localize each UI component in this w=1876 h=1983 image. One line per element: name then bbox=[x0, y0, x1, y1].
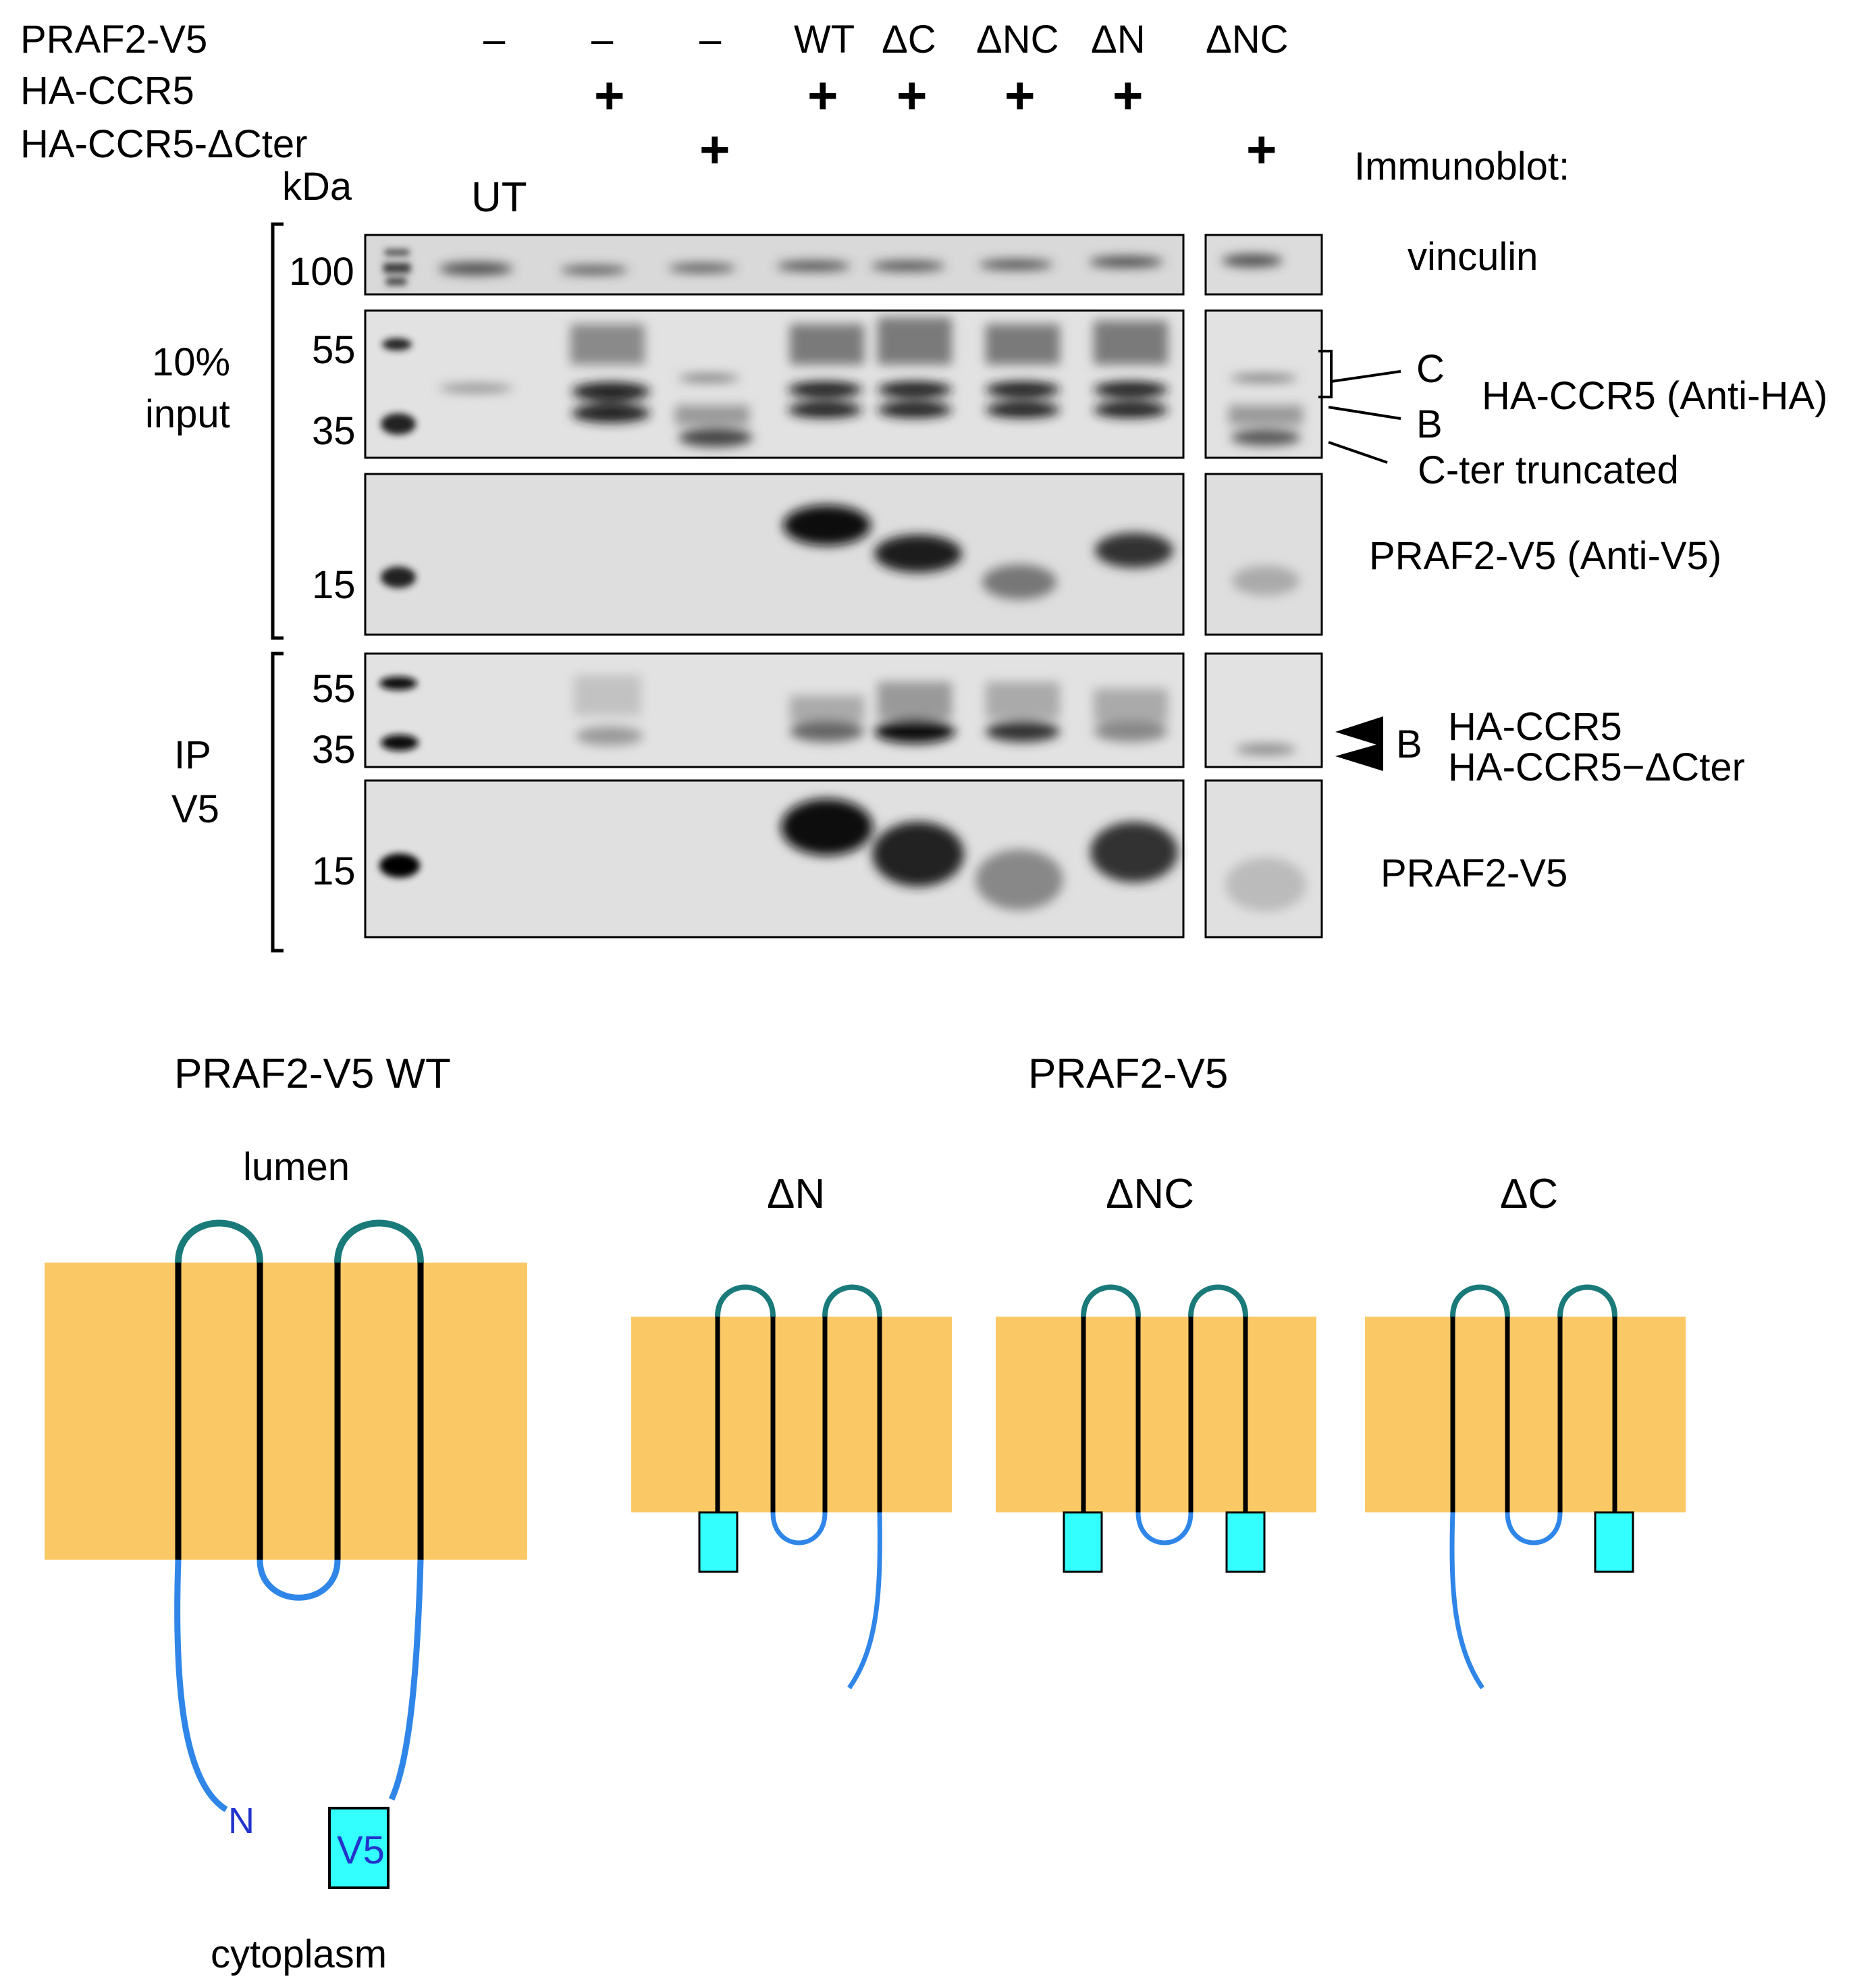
v5-tag-label: V5 bbox=[337, 1828, 385, 1872]
dn-topology-diagram bbox=[631, 1284, 952, 1690]
label-band-c: C bbox=[1416, 347, 1445, 391]
mutant-dc-label: ΔC bbox=[1500, 1171, 1559, 1217]
marker-ha-35: 35 bbox=[312, 409, 356, 453]
mutant-dn-label: ΔN bbox=[767, 1171, 826, 1217]
row-label-ha-ccr5-dcter: HA-CCR5-ΔCter bbox=[20, 122, 308, 166]
label-ip-ha-ccr5-dcter: HA-CCR5−ΔCter bbox=[1448, 745, 1745, 789]
label-praf2-anti-v5: PRAF2-V5 (Anti-V5) bbox=[1369, 534, 1722, 578]
kda-label: kDa bbox=[282, 165, 352, 209]
cell-lane7-ha: + bbox=[1113, 65, 1144, 125]
input-section-label-top: 10% bbox=[152, 340, 231, 384]
cell-lane7-praf: ΔN bbox=[1091, 18, 1146, 61]
label-ip-b: B bbox=[1396, 722, 1422, 766]
cell-lane6-ha: + bbox=[1004, 65, 1036, 125]
ip-section-label-top: IP bbox=[174, 733, 211, 777]
cell-lane8-dcter: + bbox=[1246, 120, 1277, 179]
marker-praf-15: 15 bbox=[312, 563, 356, 607]
label-cter-truncated: C-ter truncated bbox=[1418, 448, 1679, 492]
ip-section-label-bottom: V5 bbox=[171, 787, 219, 831]
mutants-title: PRAF2-V5 bbox=[1028, 1051, 1229, 1097]
label-vinculin: vinculin bbox=[1408, 235, 1538, 279]
lumen-label: lumen bbox=[243, 1145, 350, 1189]
dnc-topology-diagram bbox=[996, 1284, 1316, 1573]
ip-arrowhead-upper bbox=[1335, 716, 1383, 747]
band-c-bracket bbox=[1318, 350, 1333, 398]
input-bracket bbox=[271, 222, 284, 640]
label-ip-praf2: PRAF2-V5 bbox=[1381, 851, 1568, 895]
label-band-b: B bbox=[1416, 402, 1443, 446]
cell-lane3-dcter: + bbox=[699, 120, 730, 179]
marker-ha-55: 55 bbox=[312, 328, 356, 372]
ip-ha-ccr5-panel bbox=[364, 652, 1323, 768]
marker-ip-35: 35 bbox=[312, 728, 356, 772]
ha-ccr5-input-panel bbox=[364, 309, 1323, 459]
cell-lane1-praf: – bbox=[483, 18, 506, 61]
ip-bracket bbox=[271, 652, 284, 953]
dc-topology-diagram bbox=[1365, 1284, 1686, 1689]
ip-arrowhead-lower bbox=[1335, 743, 1383, 771]
wt-title: PRAF2-V5 WT bbox=[174, 1051, 451, 1097]
untreated-label: UT bbox=[471, 174, 527, 221]
dc-v5-tag bbox=[1594, 1511, 1634, 1573]
cell-lane2-ha: + bbox=[594, 65, 625, 125]
vinculin-panel bbox=[364, 234, 1323, 296]
cytoplasm-label: cytoplasm bbox=[211, 1932, 387, 1976]
cell-lane4-praf: WT bbox=[794, 18, 855, 61]
row-label-ha-ccr5: HA-CCR5 bbox=[20, 69, 194, 113]
dnc-v5-tag-right bbox=[1225, 1511, 1266, 1573]
marker-ip-55: 55 bbox=[312, 667, 356, 711]
marker-vinculin-100: 100 bbox=[289, 250, 354, 294]
wt-topology-diagram bbox=[45, 1219, 527, 1889]
row-label-praf2-v5: PRAF2-V5 bbox=[20, 18, 208, 61]
marker-ip-praf-15: 15 bbox=[312, 849, 356, 893]
praf2-input-panel bbox=[364, 473, 1323, 636]
dn-v5-tag bbox=[698, 1511, 739, 1573]
cell-lane5-ha: + bbox=[896, 65, 928, 125]
label-ha-ccr5-anti-ha: HA-CCR5 (Anti-HA) bbox=[1482, 374, 1828, 418]
dnc-v5-tag-left bbox=[1063, 1511, 1103, 1573]
cell-lane8-praf: ΔNC bbox=[1206, 18, 1289, 61]
wt-v5-tag bbox=[328, 1807, 390, 1889]
cell-lane2-praf: – bbox=[591, 18, 614, 61]
cell-lane3-praf: – bbox=[699, 18, 722, 61]
label-ip-ha-ccr5: HA-CCR5 bbox=[1448, 705, 1622, 749]
cell-lane6-praf: ΔNC bbox=[976, 18, 1059, 61]
n-terminus-label: N bbox=[228, 1801, 254, 1841]
ip-praf2-panel bbox=[364, 779, 1323, 938]
immunoblot-label: Immunoblot: bbox=[1354, 144, 1570, 188]
mutant-dnc-label: ΔNC bbox=[1106, 1171, 1194, 1217]
input-section-label-bottom: input bbox=[145, 392, 230, 436]
cell-lane5-praf: ΔC bbox=[882, 18, 936, 61]
cell-lane4-ha: + bbox=[807, 65, 838, 125]
